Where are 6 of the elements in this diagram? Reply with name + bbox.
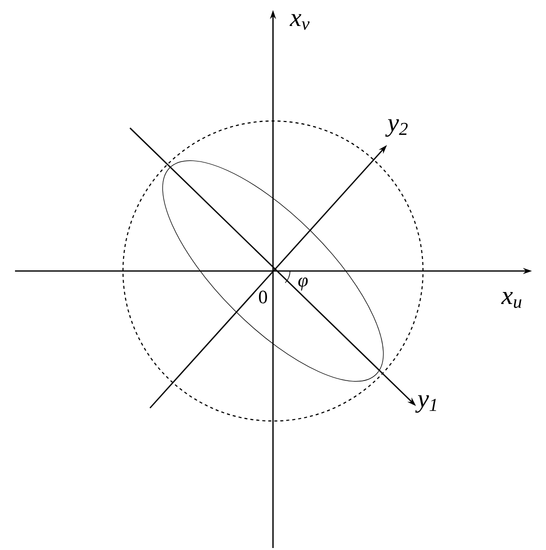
axis-label: x$_{u}$ bbox=[501, 292, 522, 308]
axis-label: x$_{v}$ bbox=[290, 14, 310, 30]
angle-label: φ bbox=[298, 278, 308, 290]
origin-label: 0 bbox=[258, 290, 267, 304]
axis-label: y$_{1}$ bbox=[415, 395, 436, 413]
axis-label: y$_{2}$ bbox=[385, 119, 408, 137]
